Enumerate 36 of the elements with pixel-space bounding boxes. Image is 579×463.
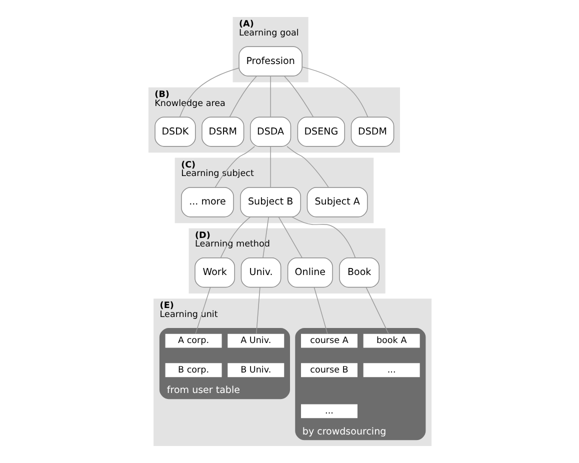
connector [214, 146, 255, 188]
node-box: DSDK [154, 116, 196, 147]
connector [286, 146, 328, 188]
node-box: Work [194, 258, 234, 288]
connector [194, 287, 210, 334]
connector [290, 216, 356, 258]
connector [365, 287, 388, 334]
node-box: A corp. [164, 334, 222, 348]
node-box: course B [300, 363, 357, 378]
connector [228, 76, 256, 118]
connector [178, 68, 239, 118]
node-box: Book [338, 258, 379, 288]
node-box: ... [362, 363, 420, 378]
node-box: ... more [180, 187, 234, 218]
node-box: DSDA [250, 116, 291, 147]
connector [256, 287, 260, 334]
node-box: A Univ. [227, 334, 284, 348]
connector [278, 216, 302, 258]
connector [301, 66, 368, 118]
node-box: B Univ. [227, 363, 284, 378]
node-box: B corp. [164, 363, 222, 378]
node-box: Profession [238, 46, 302, 76]
connector [220, 216, 250, 258]
node-box: Subject B [240, 187, 300, 218]
node-box: ... [300, 404, 357, 418]
connector [262, 216, 268, 258]
node-box: DSENG [296, 116, 345, 147]
node-box: Univ. [240, 258, 281, 288]
node-box: book A [362, 334, 420, 348]
node-box: DSDM [350, 116, 394, 147]
node-box: Online [286, 258, 332, 288]
connector [283, 76, 314, 118]
node-box: Subject A [306, 187, 368, 218]
node-box: DSRM [201, 116, 244, 147]
connector [313, 287, 328, 334]
node-box: course A [300, 334, 357, 348]
